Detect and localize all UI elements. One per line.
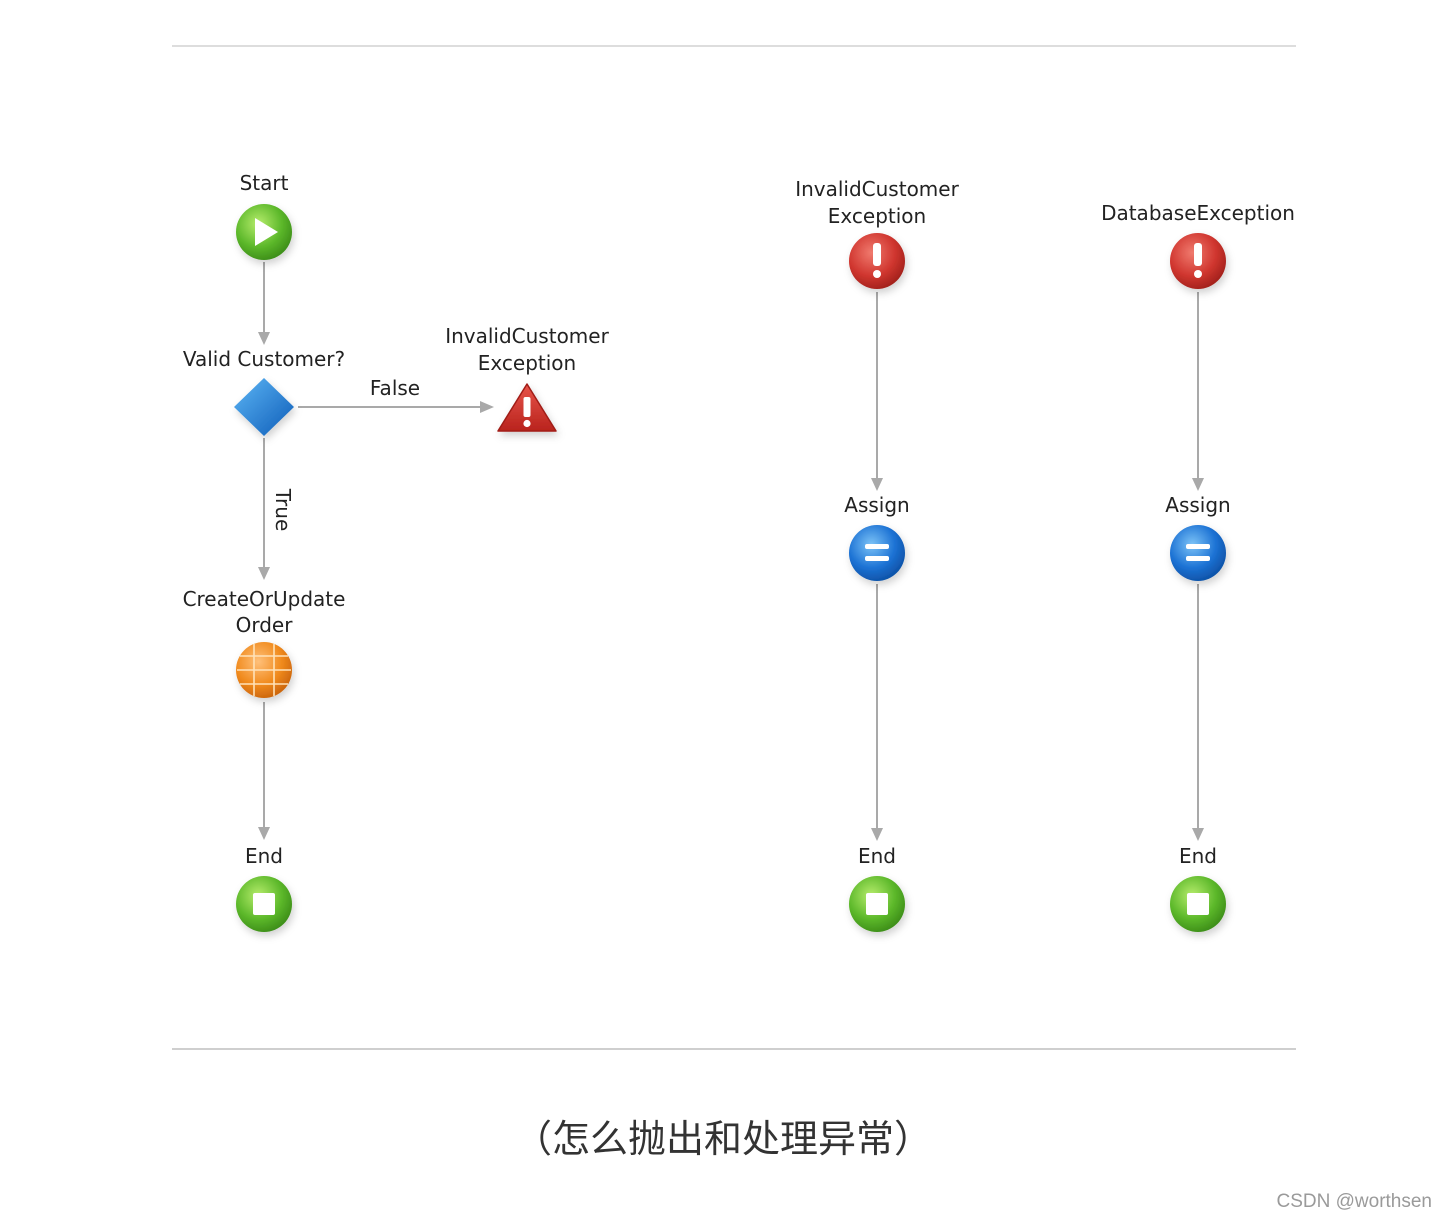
invalid-assign-node[interactable] [849,525,905,581]
stop-icon [1187,893,1209,915]
raise-exception-label-line2: Exception [478,351,576,375]
grid-sphere-icon [237,644,291,696]
start-label: Start [240,171,289,195]
invalid-end-node[interactable] [849,876,905,932]
edge-database-to-assign [1192,292,1204,491]
false-label: False [370,376,420,400]
action-label-line1: CreateOrUpdate [183,587,346,611]
edge-invalid-assign-to-end [871,584,883,841]
main-end-node[interactable] [236,876,292,932]
stop-icon [866,893,888,915]
database-assign-label: Assign [1165,493,1230,517]
true-label: True [271,488,295,531]
invalid-handler-title-line2: Exception [828,204,926,228]
main-end-label: End [245,844,283,868]
invalid-end-label: End [858,844,896,868]
figure-caption: （怎么抛出和处理异常） [513,1117,932,1161]
invalid-handler-title-line1: InvalidCustomer [795,177,959,201]
edge-start-to-decision [258,262,270,345]
decision-label: Valid Customer? [183,347,345,371]
edge-action-to-end [258,702,270,840]
exclamation-icon [873,243,881,278]
edge-decision-true [258,438,270,580]
edge-database-assign-to-end [1192,584,1204,841]
start-node[interactable] [236,204,292,260]
database-handler-title: DatabaseException [1101,201,1295,225]
action-label-line2: Order [236,613,294,637]
database-assign-node[interactable] [1170,525,1226,581]
equals-icon [1186,544,1210,561]
decision-node[interactable] [234,378,294,436]
invalid-handler-node[interactable] [849,233,905,289]
edge-decision-false [298,401,494,413]
edge-invalid-to-assign [871,292,883,491]
exclamation-icon [1194,243,1202,278]
database-end-label: End [1179,844,1217,868]
invalid-assign-label: Assign [844,493,909,517]
equals-icon [865,544,889,561]
raise-exception-node[interactable] [497,383,557,432]
play-icon [255,218,278,246]
database-handler-node[interactable] [1170,233,1226,289]
watermark: CSDN @worthsen [1276,1191,1433,1212]
diamond-icon [234,378,294,436]
action-node[interactable] [236,642,292,698]
stop-icon [253,893,275,915]
database-end-node[interactable] [1170,876,1226,932]
raise-exception-label-line1: InvalidCustomer [445,324,609,348]
